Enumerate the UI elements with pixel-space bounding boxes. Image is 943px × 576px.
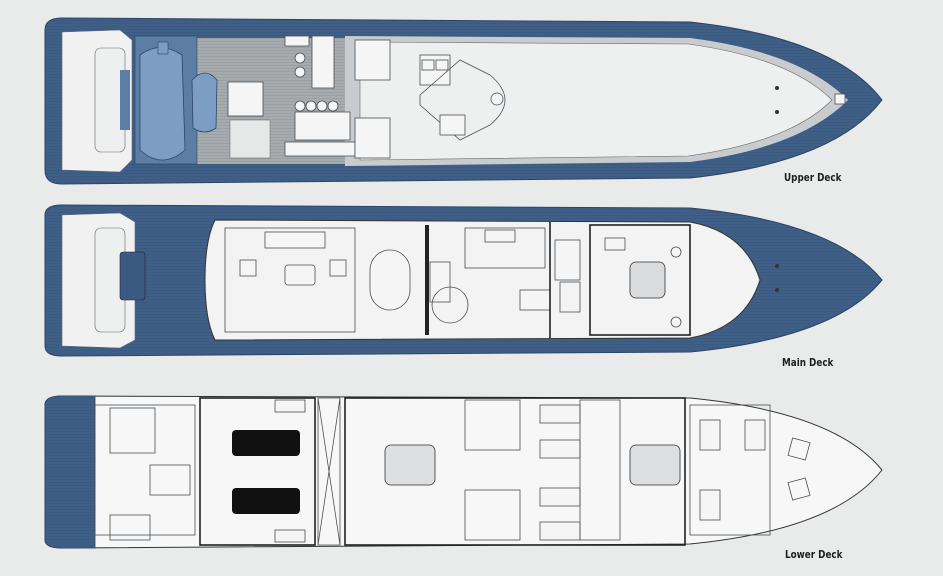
main-deck-label: Main Deck <box>782 356 834 369</box>
main-deck-plan <box>44 204 883 357</box>
engine-room-crossbrace <box>317 397 341 546</box>
lower-deck-label: Lower Deck <box>785 548 843 561</box>
tender <box>139 47 186 161</box>
jet-ski <box>191 72 218 133</box>
upper-deck-label: Upper Deck <box>784 171 842 184</box>
lower-hull <box>44 395 883 549</box>
lower-deck-plan <box>44 395 883 549</box>
upper-deck-plan <box>44 17 883 185</box>
